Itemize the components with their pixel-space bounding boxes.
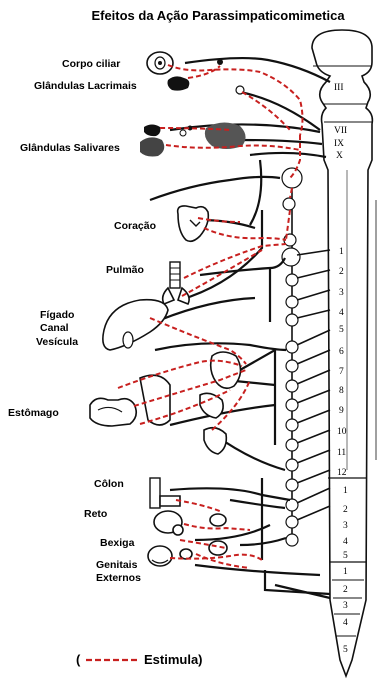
spinal-rami [297, 250, 330, 520]
legend-label: Estimula) [144, 652, 203, 667]
thoracic-seg-3: 3 [339, 288, 344, 298]
cranial-nerve-X: X [336, 151, 343, 161]
ganglion-chain [282, 168, 302, 546]
thoracic-seg-10: 10 [337, 427, 347, 437]
label-genitais: Genitais [96, 559, 138, 571]
label-figado: Fígado [40, 309, 74, 321]
thoracic-seg-2: 2 [339, 267, 344, 277]
lung-icon [163, 262, 189, 304]
liver-icon [103, 300, 168, 350]
label-colon: Côlon [94, 478, 124, 490]
thoracic-seg-12: 12 [337, 468, 347, 478]
label-vesicula: Vesícula [36, 336, 78, 348]
label-estomago: Estômago [8, 407, 59, 419]
lacrimal-gland-icon [168, 76, 190, 90]
legend-open-paren: ( [76, 652, 81, 667]
thoracic-seg-9: 9 [339, 406, 344, 416]
thoracic-seg-4: 4 [339, 308, 344, 318]
thoracic-seg-5: 5 [339, 325, 344, 335]
thoracic-seg-1: 1 [339, 247, 344, 257]
label-reto: Reto [84, 508, 107, 520]
sacral-seg-3: 3 [343, 601, 348, 611]
cranial-nerve-IX: IX [334, 139, 344, 149]
bladder-icon [154, 511, 226, 535]
label-glandulas-lacrimais: Glândulas Lacrimais [34, 80, 137, 92]
lumbar-seg-5: 5 [343, 551, 348, 561]
sacral-seg-4: 4 [343, 618, 348, 628]
label-glandulas-salivares: Glândulas Salivares [20, 142, 120, 154]
label-bexiga: Bexiga [100, 537, 135, 549]
lumbar-seg-2: 2 [343, 505, 348, 515]
label-externos: Externos [96, 572, 141, 584]
thoracic-seg-11: 11 [337, 448, 346, 458]
thoracic-seg-7: 7 [339, 367, 344, 377]
sacral-seg-2: 2 [343, 585, 348, 595]
cranial-nerve-III: III [334, 83, 344, 93]
diagram-title: Efeitos da Ação Parassimpaticomimetica [91, 8, 345, 23]
label-canal: Canal [40, 322, 69, 334]
sacral-seg-1: 1 [343, 567, 348, 577]
heart-icon [178, 206, 209, 241]
lumbar-seg-1: 1 [343, 486, 348, 496]
thoracic-seg-6: 6 [339, 347, 344, 357]
sacral-seg-5: 5 [343, 645, 348, 655]
lumbar-seg-3: 3 [343, 521, 348, 531]
legend: ( Estimula) [76, 652, 203, 667]
label-coracao: Coração [114, 220, 156, 232]
eye-icon [147, 52, 173, 74]
label-pulmao: Pulmão [106, 264, 144, 276]
lumbar-seg-4: 4 [343, 537, 348, 547]
stomach-icon [200, 352, 241, 454]
cranial-nerve-VII: VII [334, 126, 347, 136]
colon-icon [150, 478, 180, 508]
thoracic-seg-8: 8 [339, 386, 344, 396]
label-corpo-ciliar: Corpo ciliar [62, 58, 120, 70]
